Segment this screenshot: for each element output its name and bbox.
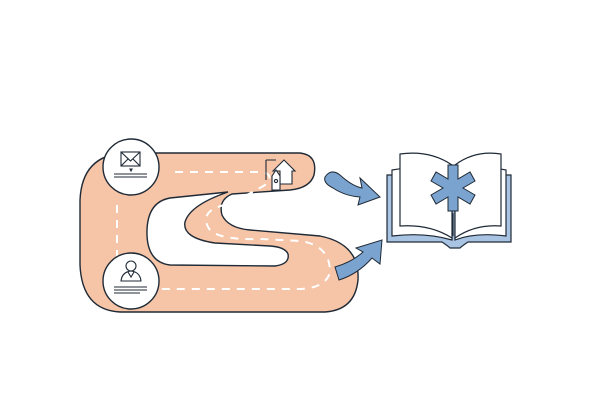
medical-star-of-life-icon — [430, 164, 476, 212]
person-icon — [114, 260, 147, 294]
envelope-badge — [102, 138, 160, 196]
house-icon — [265, 159, 297, 191]
curved-arrow-icon — [324, 171, 381, 206]
road-inner-hole — [146, 191, 289, 267]
person-badge — [102, 252, 160, 310]
envelope-icon — [114, 151, 147, 178]
road-lane-dashes — [116, 171, 332, 290]
curved-arrow-icon — [334, 239, 383, 281]
open-book-icon — [386, 152, 512, 249]
